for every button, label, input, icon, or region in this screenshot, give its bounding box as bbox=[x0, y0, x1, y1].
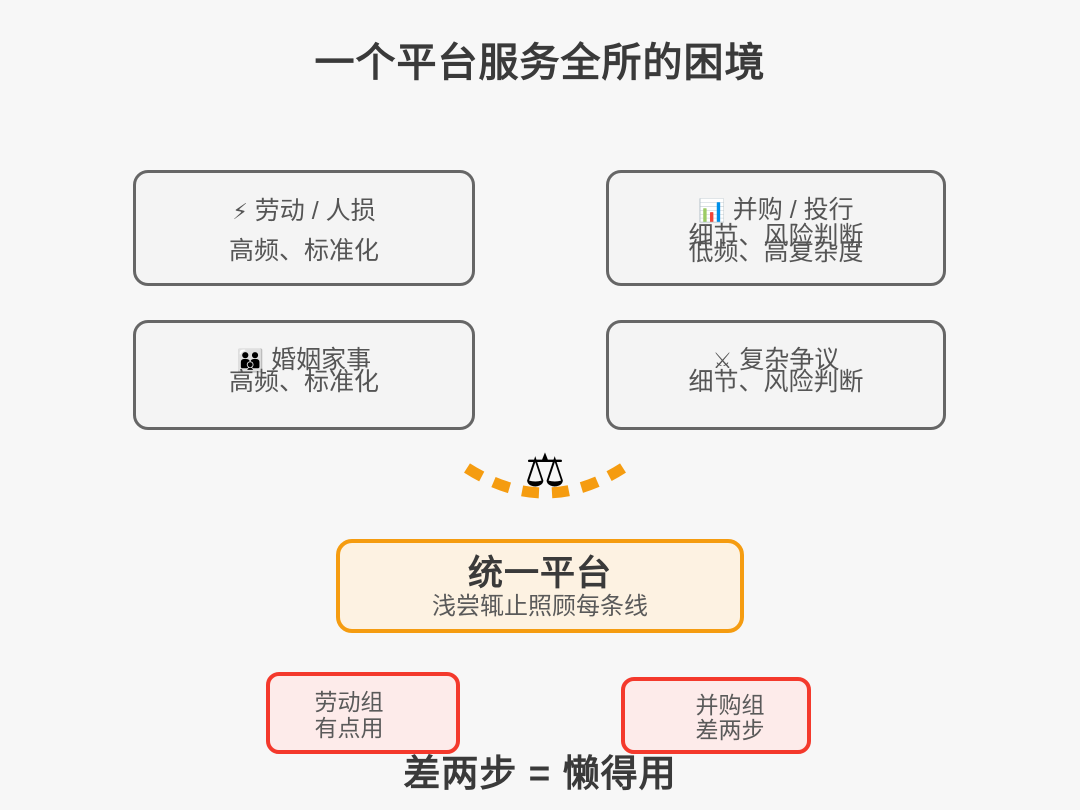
team-ma-title: 并购组 bbox=[695, 692, 765, 718]
practice-card-family[interactable]: 👪 婚姻家事 高频、标准化 bbox=[133, 320, 475, 430]
balance-scale-icon: ⚖ bbox=[524, 443, 566, 497]
punchline-text: 差两步 = 懒得用 bbox=[403, 753, 677, 794]
crossed-swords-icon: ⚔ bbox=[712, 349, 733, 374]
platform-title: 统一平台 bbox=[467, 554, 612, 593]
card-labor-subtitle: 高频、标准化 bbox=[228, 237, 379, 265]
page-title: 一个平台服务全所的困境 bbox=[314, 41, 766, 85]
card-family-title: 婚姻家事 bbox=[271, 346, 372, 374]
card-family-subtitle: 高频、标准化 bbox=[228, 368, 379, 396]
team-box-labor[interactable]: 劳动组 有点用 bbox=[266, 672, 460, 754]
card-dispute-subtitle: 细节、风险判断 bbox=[688, 368, 864, 396]
practice-card-ma[interactable]: 📊 并购 / 投行 细节、风险判断 低频、高复杂度 bbox=[606, 170, 946, 286]
connector-group: ⚖ bbox=[455, 440, 635, 520]
practice-card-dispute[interactable]: ⚔ 复杂争议 细节、风险判断 bbox=[606, 320, 946, 430]
team-box-ma[interactable]: 并购组 差两步 bbox=[621, 677, 811, 754]
card-dispute-title: 复杂争议 bbox=[739, 346, 840, 374]
platform-subtitle: 浅尝辄止照顾每条线 bbox=[432, 593, 648, 620]
high-voltage-icon: ⚡ bbox=[232, 200, 248, 225]
practice-card-labor[interactable]: ⚡ 劳动 / 人损 高频、标准化 bbox=[133, 170, 475, 286]
team-labor-title: 劳动组 bbox=[314, 689, 384, 715]
card-labor-title: 劳动 / 人损 bbox=[254, 197, 376, 225]
card-ma-title: 并购 / 投行 bbox=[732, 196, 854, 224]
family-icon: 👪 bbox=[236, 349, 265, 374]
card-ma-subtitle-2: 低频、高复杂度 bbox=[688, 238, 864, 266]
bar-chart-icon: 📊 bbox=[698, 199, 726, 224]
card-ma-title-line: 📊 并购 / 投行 bbox=[609, 195, 943, 227]
card-labor-title-line: ⚡ 劳动 / 人损 bbox=[136, 196, 472, 228]
card-dispute-title-line: ⚔ 复杂争议 bbox=[609, 345, 943, 377]
card-family-title-line: 👪 婚姻家事 bbox=[136, 345, 472, 377]
team-labor-verdict: 有点用 bbox=[314, 715, 384, 741]
unified-platform-box[interactable]: 统一平台 浅尝辄止照顾每条线 bbox=[336, 539, 744, 633]
team-ma-verdict: 差两步 bbox=[695, 717, 765, 743]
card-ma-subtitle-1: 细节、风险判断 bbox=[688, 222, 864, 250]
